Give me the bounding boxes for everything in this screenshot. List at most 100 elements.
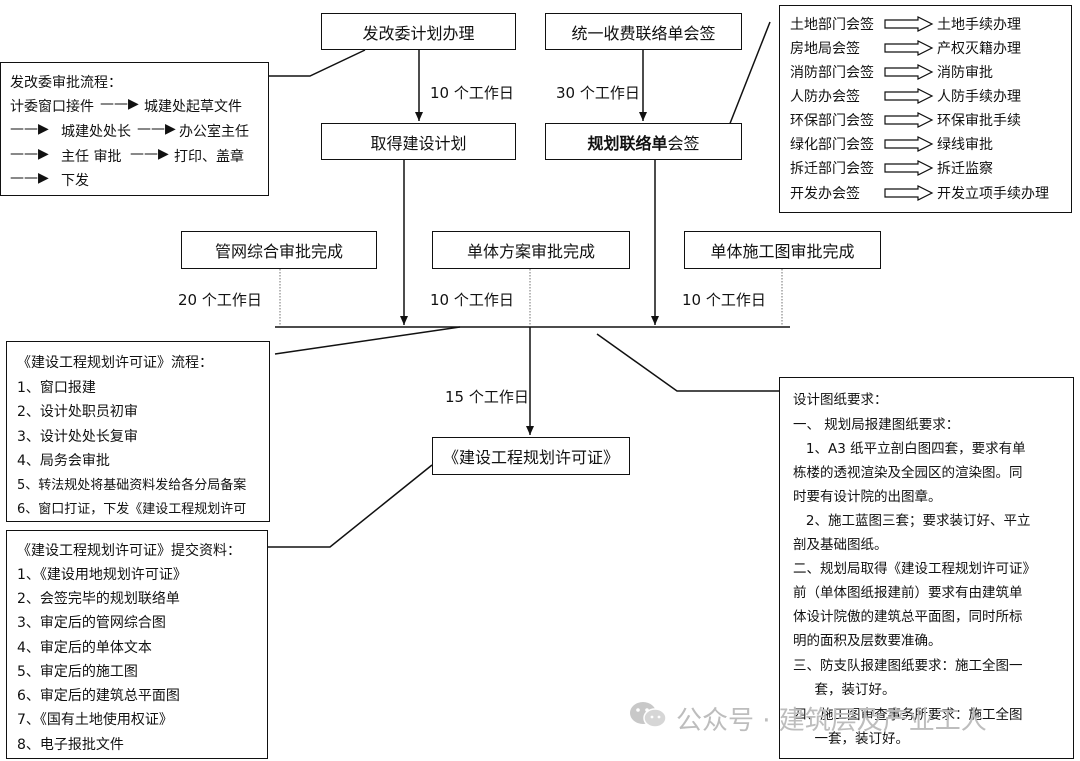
departments-panel: 土地部门会签 土地手续办理 房地局会签 产权灭籍办理 消防部门会签 消防审批 人… [779, 5, 1072, 213]
hollow-arrow-icon [884, 40, 934, 60]
requirements-line: 明的面积及层数要准确。 [793, 633, 942, 649]
submit-docs-item: 7、《国有土地使用权证》 [17, 712, 173, 728]
license-flow-panel: 《建设工程规划许可证》流程： 1、窗口报建 2、设计处职员初审 3、设计处处长复… [6, 341, 270, 522]
scheme-approval-box: 单体方案审批完成 [432, 231, 630, 269]
submit-docs-item: 1、《建设用地规划许可证》 [17, 567, 187, 583]
contact-sign-label-bold: 规划联络单 [587, 133, 668, 153]
callout-fgw-panel [269, 49, 366, 77]
dept-row: 消防部门会签 消防审批 [790, 62, 1070, 84]
arrow-icon: ——▶ [10, 170, 49, 186]
dept-row: 绿化部门会签 绿线审批 [790, 134, 1070, 156]
submit-docs-item: 3、审定后的管网综合图 [17, 615, 166, 631]
arrow-icon: ——▶ [10, 121, 49, 137]
fgw-process-title: 发改委审批流程： [10, 75, 122, 91]
dept-name: 人防办会签 [790, 89, 860, 105]
dept-result: 开发立项手续办理 [937, 186, 1049, 202]
duration-fgw: 10 个工作日 [430, 84, 514, 102]
arrow-icon: ——▶ [10, 146, 49, 162]
requirements-line: 一、 规划局报建图纸要求： [793, 417, 960, 433]
duration-construct: 10 个工作日 [682, 291, 766, 309]
dept-name: 开发办会签 [790, 186, 860, 202]
dept-row: 房地局会签 产权灭籍办理 [790, 38, 1070, 60]
license-box: 《建设工程规划许可证》 [432, 437, 630, 475]
fgw-step-window: 计委窗口接件 [10, 99, 94, 115]
submit-docs-item: 4、审定后的单体文本 [17, 640, 152, 656]
dept-row: 拆迁部门会签 拆迁监察 [790, 158, 1070, 180]
requirements-line: 一套，装订好。 [793, 731, 909, 747]
requirements-title: 设计图纸要求： [793, 392, 888, 408]
callout-submit-docs [268, 464, 433, 548]
license-flow-title: 《建设工程规划许可证》流程： [17, 355, 213, 371]
fgw-step-office: 办公室主任 [179, 124, 249, 140]
hollow-arrow-icon [884, 185, 934, 205]
requirements-line: 栋楼的透视渲染及全园区的渲染图。同 [793, 465, 1023, 481]
hollow-arrow-icon [884, 88, 934, 108]
fgw-step-director: 城建处处长 [61, 124, 131, 140]
submit-docs-title: 《建设工程规划许可证》提交资料： [17, 543, 241, 559]
dept-result: 人防手续办理 [937, 89, 1021, 105]
fgw-process-panel: 发改委审批流程： 计委窗口接件 ——▶ 城建处起草文件 ——▶ 城建处处长 ——… [0, 62, 269, 196]
dept-name: 拆迁部门会签 [790, 161, 874, 177]
hollow-arrow-icon [884, 64, 934, 84]
license-flow-item: 3、设计处处长复审 [17, 429, 138, 445]
fgw-step-approve: 主任 审批 [61, 149, 122, 165]
watermark: 公众号 · 建筑层及产业工人 [628, 700, 987, 737]
fgw-plan-label: 发改委计划办理 [362, 23, 475, 43]
dept-name: 环保部门会签 [790, 113, 874, 129]
requirements-line: 二、规划局取得《建设工程规划许可证》 [793, 561, 1036, 577]
duration-scheme: 10 个工作日 [430, 291, 514, 309]
requirements-line: 时要有设计院的出图章。 [793, 489, 942, 505]
contact-sign-box: 规划联络单会签 [545, 123, 742, 160]
dept-name: 消防部门会签 [790, 65, 874, 81]
requirements-line: 剖及基础图纸。 [793, 537, 888, 553]
submit-docs-item: 5、审定后的施工图 [17, 664, 138, 680]
dept-name: 土地部门会签 [790, 17, 874, 33]
submit-docs-item: 2、会签完毕的规划联络单 [17, 591, 180, 607]
fee-sign-label: 统一收费联络单会签 [571, 23, 716, 43]
plan-label: 取得建设计划 [370, 133, 467, 153]
fee-sign-box: 统一收费联络单会签 [545, 13, 742, 50]
dept-result: 环保审批手续 [937, 113, 1021, 129]
duration-pipe: 20 个工作日 [178, 291, 262, 309]
submit-docs-item: 8、电子报批文件 [17, 737, 124, 753]
callout-license-flow [274, 326, 461, 355]
requirements-line: 三、防支队报建图纸要求：施工全图一 [793, 658, 1023, 674]
callout-requirements [596, 333, 779, 392]
wechat-icon [628, 700, 668, 737]
requirements-panel: 设计图纸要求： 一、 规划局报建图纸要求： 1、A3 纸平立剖白图四套，要求有单… [779, 377, 1074, 759]
arrow-icon: ——▶ [100, 96, 139, 112]
dept-result: 产权灭籍办理 [937, 41, 1021, 57]
hollow-arrow-icon [884, 136, 934, 156]
fgw-step-issue: 下发 [61, 173, 89, 189]
dept-result: 拆迁监察 [937, 161, 993, 177]
fgw-step-draft: 城建处起草文件 [144, 99, 242, 115]
requirements-line: 体设计院傲的建筑总平面图，同时所标 [793, 609, 1023, 625]
requirements-line: 1、A3 纸平立剖白图四套，要求有单 [793, 441, 1026, 457]
license-flow-item: 6、窗口打证，下发《建设工程规划许可 [17, 502, 247, 517]
fgw-plan-box: 发改委计划办理 [321, 13, 516, 50]
dept-result: 土地手续办理 [937, 17, 1021, 33]
dept-row: 人防办会签 人防手续办理 [790, 86, 1070, 108]
dept-name: 绿化部门会签 [790, 137, 874, 153]
requirements-line: 套，装订好。 [793, 682, 896, 698]
construction-approval-label: 单体施工图审批完成 [710, 242, 855, 261]
arrow-icon: ——▶ [137, 121, 176, 137]
requirements-line: 四、施工图审查事务所要求：施工全图 [793, 707, 1023, 723]
license-flow-item: 2、设计处职员初审 [17, 404, 138, 420]
pipe-approval-label: 管网综合审批完成 [214, 242, 343, 261]
construction-approval-box: 单体施工图审批完成 [684, 231, 881, 269]
fgw-step-print: 打印、盖章 [174, 149, 244, 165]
submit-docs-item: 6、审定后的建筑总平面图 [17, 688, 180, 704]
hollow-arrow-icon [884, 16, 934, 36]
submit-docs-panel: 《建设工程规划许可证》提交资料： 1、《建设用地规划许可证》 2、会签完毕的规划… [6, 530, 268, 759]
duration-fee: 30 个工作日 [556, 84, 640, 102]
pipe-approval-box: 管网综合审批完成 [181, 231, 377, 269]
hollow-arrow-icon [884, 160, 934, 180]
callout-departments [728, 21, 771, 127]
dept-row: 环保部门会签 环保审批手续 [790, 110, 1070, 132]
requirements-line: 2、施工蓝图三套；要求装订好、平立 [793, 513, 1031, 529]
scheme-approval-label: 单体方案审批完成 [466, 242, 595, 261]
dept-row: 开发办会签 开发立项手续办理 [790, 183, 1070, 205]
dept-result: 绿线审批 [937, 137, 993, 153]
